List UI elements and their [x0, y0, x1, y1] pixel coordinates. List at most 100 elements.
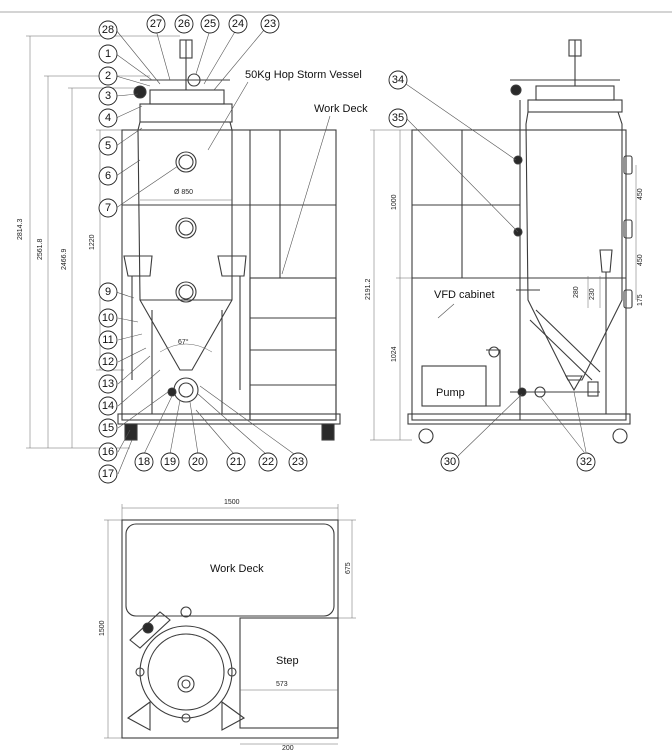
svg-text:10: 10: [102, 312, 114, 324]
dim-side-450b: 450: [637, 254, 644, 266]
label-work-deck: Work Deck: [314, 103, 368, 115]
label-plan-work-deck: Work Deck: [210, 563, 264, 575]
callout-13: 13: [98, 355, 151, 394]
svg-text:16: 16: [102, 446, 114, 458]
dim-height-3: 2466.9: [61, 248, 68, 270]
svg-text:28: 28: [102, 24, 114, 36]
svg-text:21: 21: [230, 456, 242, 468]
callout-19: 19: [160, 399, 181, 472]
dim-plan-width: 1500: [224, 499, 240, 506]
callout-34: 34: [388, 70, 517, 161]
callout-14: 14: [98, 369, 161, 416]
label-step: Step: [276, 655, 299, 667]
callout-18: 18: [134, 395, 173, 472]
svg-text:2: 2: [105, 70, 111, 82]
side-frame: [411, 129, 627, 421]
svg-text:4: 4: [105, 112, 111, 124]
svg-text:32: 32: [580, 456, 592, 468]
svg-text:24: 24: [232, 18, 244, 30]
callout-32: 32: [539, 391, 596, 472]
dim-plan-top: 675: [345, 562, 352, 574]
svg-text:23: 23: [264, 18, 276, 30]
callout-9: 9: [98, 282, 135, 302]
svg-text:1: 1: [105, 48, 111, 60]
svg-text:35: 35: [392, 112, 404, 124]
frame: [121, 129, 337, 421]
callout-26: 25: [195, 14, 220, 75]
label-vfd-cabinet: VFD cabinet: [434, 289, 495, 301]
callout-2: 2: [98, 66, 151, 87]
svg-text:20: 20: [192, 456, 204, 468]
callout-20: 20: [188, 401, 208, 472]
svg-text:7: 7: [105, 202, 111, 214]
svg-text:23: 23: [292, 456, 304, 468]
vessel-body: [137, 121, 233, 371]
dim-side-175: 175: [637, 294, 644, 306]
svg-text:17: 17: [102, 468, 114, 480]
dim-side-b: 230: [589, 288, 596, 300]
callout-23: 23: [199, 385, 308, 472]
plan-work-deck: [125, 523, 335, 617]
manway: [175, 217, 197, 239]
front-view: 2814.3 2561.8 2466.9 1220 Ø 850 67° 50Kg…: [17, 35, 368, 449]
caster-wheel: [124, 423, 138, 441]
plan-vessel: [139, 625, 233, 719]
callout-3: 3: [98, 86, 139, 106]
svg-text:15: 15: [102, 422, 114, 434]
callout-6: 6: [98, 159, 141, 186]
dim-cone-angle: 67°: [178, 338, 189, 346]
side-vessel: [525, 111, 623, 381]
pump: [421, 365, 487, 407]
dim-side-height: 2191.2: [365, 278, 372, 300]
dim-side-450a: 450: [637, 188, 644, 200]
label-vessel: 50Kg Hop Storm Vessel: [245, 69, 362, 81]
callout-16: 16: [98, 429, 131, 462]
callout-5: 5: [98, 127, 143, 156]
callout-21: 21: [195, 409, 246, 472]
plan-view: 1500 1500 675 Work Deck Step 573 200: [99, 499, 356, 751]
dim-plan-step: 573: [276, 681, 288, 688]
callout-27: 26: [174, 14, 194, 34]
dim-plan-bottom: 200: [282, 745, 294, 751]
manway: [175, 151, 197, 173]
callout-30: 30: [440, 393, 523, 472]
side-view: Pump VFD cabinet 2191.2 1000 1024 280 23…: [365, 39, 644, 444]
label-pump: Pump: [436, 387, 465, 399]
callout-4: 4: [98, 105, 143, 128]
callout-25: 24: [203, 14, 248, 85]
plan-step: [239, 617, 339, 729]
svg-text:14: 14: [102, 400, 114, 412]
svg-text:13: 13: [102, 378, 114, 390]
callout-10: 10: [98, 308, 139, 328]
caster-wheel: [418, 428, 434, 444]
callout-15: 15: [98, 391, 169, 438]
dim-vessel-height: 1220: [89, 234, 96, 250]
svg-text:12: 12: [102, 356, 114, 368]
callout-7: 7: [98, 165, 179, 218]
callout-35: 35: [388, 108, 519, 233]
svg-text:5: 5: [105, 140, 111, 152]
dim-plan-depth: 1500: [99, 620, 106, 636]
svg-text:27: 27: [150, 18, 162, 30]
callout-29: 28: [98, 20, 161, 85]
svg-text:22: 22: [262, 456, 274, 468]
svg-text:30: 30: [444, 456, 456, 468]
dim-side-a: 280: [573, 286, 580, 298]
callouts: 28 27 26 25 24 23 1 2 3 4 5 6 7 9 10 11 …: [98, 14, 596, 484]
svg-text:11: 11: [102, 334, 113, 346]
dim-total-height: 2814.3: [17, 218, 24, 240]
svg-text:26: 26: [178, 18, 190, 30]
svg-text:9: 9: [105, 286, 111, 298]
dim-side-lower: 1024: [391, 346, 398, 362]
svg-text:3: 3: [105, 90, 111, 102]
svg-text:34: 34: [392, 74, 404, 86]
callout-22: 22: [197, 393, 278, 472]
caster-wheel: [612, 428, 628, 444]
dim-height-2: 2561.8: [37, 238, 44, 260]
svg-text:19: 19: [164, 456, 176, 468]
callout-24: 23: [213, 14, 280, 91]
svg-text:6: 6: [105, 170, 111, 182]
dim-diameter: Ø 850: [174, 189, 193, 196]
callout-11: 11: [98, 330, 143, 350]
